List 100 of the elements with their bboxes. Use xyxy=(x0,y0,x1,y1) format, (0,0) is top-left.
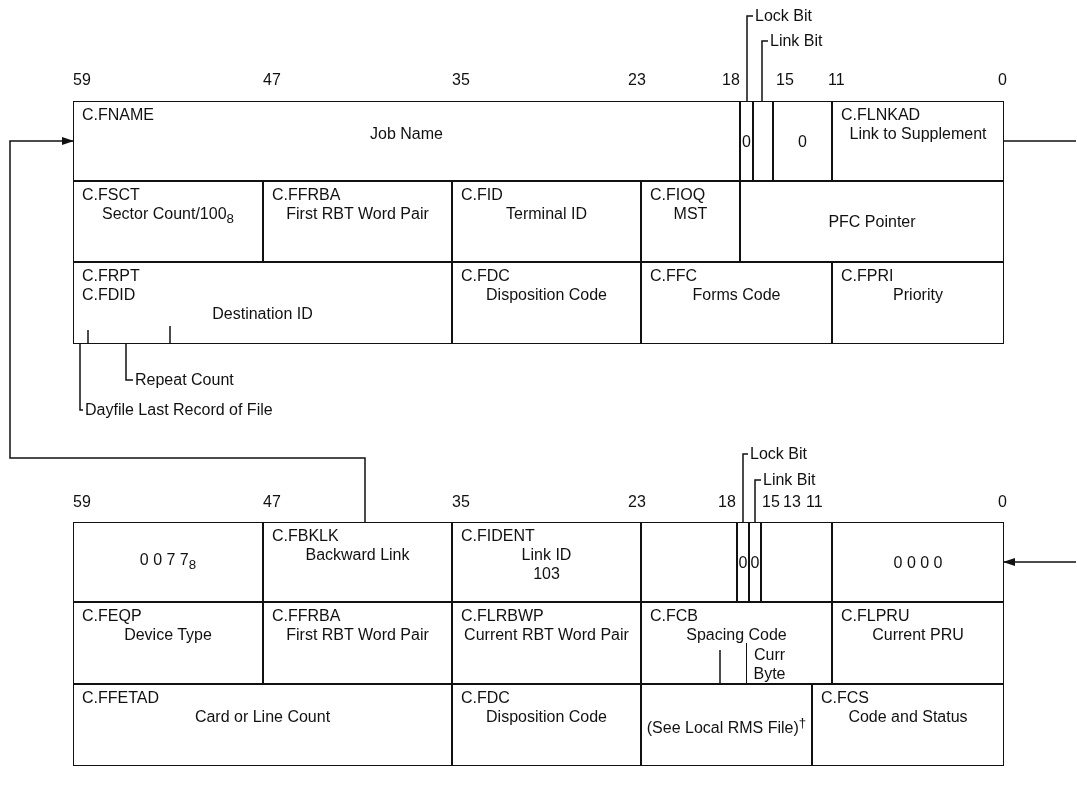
field-description: MST xyxy=(673,204,708,223)
field-cell xyxy=(737,522,749,602)
field-description: Curr Byte xyxy=(752,645,787,683)
field-description: 0 0 7 7$_{8}$ xyxy=(139,549,197,575)
field-cell xyxy=(812,684,1004,766)
field-description: Link ID xyxy=(521,545,572,564)
field-cell xyxy=(832,602,1004,684)
field-name: C.FID xyxy=(460,185,504,204)
field-cell xyxy=(641,522,737,602)
field-cell xyxy=(452,181,641,262)
field-cell xyxy=(452,602,641,684)
field-name: C.FDC xyxy=(460,266,511,285)
field-cell xyxy=(452,684,641,766)
field-name: C.FFRBA xyxy=(271,606,342,625)
field-cell xyxy=(832,522,1004,602)
leader-line xyxy=(754,479,762,523)
field-cell xyxy=(761,522,832,602)
field-description: Spacing Code xyxy=(686,625,787,644)
arrow xyxy=(1003,558,1077,566)
bit-number: 35 xyxy=(452,494,470,510)
leader-line xyxy=(761,40,769,102)
bit-number: 18 xyxy=(718,494,736,510)
bit-number: 0 xyxy=(998,72,1007,88)
leader-label: Dayfile Last Record of File xyxy=(85,402,315,418)
field-cell xyxy=(73,101,740,181)
bit-number: 0 xyxy=(998,494,1007,510)
field-name: C.FNAME xyxy=(81,105,155,124)
field-description: Device Type xyxy=(124,625,212,644)
field-name: C.FFETAD xyxy=(81,688,161,707)
field-description: Job Name xyxy=(370,124,443,143)
field-cell xyxy=(452,262,641,344)
bit-number: 15 xyxy=(776,72,794,88)
field-description: Current RBT Word Pair xyxy=(464,625,629,644)
field-cell xyxy=(641,684,812,766)
leader-label: Lock Bit xyxy=(750,446,820,462)
bit-number: 35 xyxy=(452,72,470,88)
bit-number: 59 xyxy=(73,494,91,510)
field-cell xyxy=(263,602,452,684)
field-description: Terminal ID xyxy=(506,204,587,223)
field-name: C.FCS xyxy=(820,688,870,707)
field-cell xyxy=(773,101,832,181)
field-cell xyxy=(263,181,452,262)
field-cell xyxy=(73,181,263,262)
field-cell xyxy=(452,522,641,602)
field-name: C.FCB xyxy=(649,606,699,625)
bit-number: 13 xyxy=(783,494,801,510)
field-description: Sector Count/100$_{8}$ xyxy=(102,204,234,229)
field-name: C.FRPT xyxy=(81,266,141,285)
field-name: C.FLNKAD xyxy=(840,105,922,124)
bit-number: 47 xyxy=(263,72,281,88)
bit-number: 59 xyxy=(73,72,91,88)
leader-label: Lock Bit xyxy=(755,8,825,24)
leader-label: Link Bit xyxy=(763,472,833,488)
field-description: 0 xyxy=(738,552,748,572)
field-description: Forms Code xyxy=(692,285,781,304)
bit-number: 18 xyxy=(722,72,740,88)
field-name: C.FFC xyxy=(649,266,699,285)
field-description: PFC Pointer xyxy=(828,212,916,231)
field-cell xyxy=(753,101,773,181)
field-name: C.FDID xyxy=(81,285,137,304)
bit-number: 23 xyxy=(628,494,646,510)
field-cell xyxy=(832,101,1004,181)
field-description: 0 xyxy=(798,131,807,151)
field-name: C.FIOQ xyxy=(649,185,707,204)
field-cell xyxy=(641,181,740,262)
bit-number: 15 xyxy=(762,494,780,510)
field-name: C.FPRI xyxy=(840,266,895,285)
field-name: C.FIDENT xyxy=(460,526,536,545)
leader-line xyxy=(79,343,84,411)
leader-label: Repeat Count xyxy=(135,372,245,388)
field-description: Destination ID xyxy=(212,304,313,323)
connector-line xyxy=(1003,140,1077,142)
field-name: C.FBKLK xyxy=(271,526,340,545)
field-cell xyxy=(73,602,263,684)
field-cell xyxy=(832,262,1004,344)
field-name: C.FDC xyxy=(460,688,511,707)
field-cell xyxy=(73,522,263,602)
field-description: Backward Link xyxy=(305,545,410,564)
leader-line xyxy=(746,15,754,102)
field-description: Disposition Code xyxy=(486,707,607,726)
bit-number: 11 xyxy=(806,494,823,510)
field-name: C.FSCT xyxy=(81,185,141,204)
field-cell xyxy=(740,181,1004,262)
field-description: Card or Line Count xyxy=(194,707,331,726)
field-description: 0 0 0 0 xyxy=(893,552,943,572)
field-cell xyxy=(73,684,452,766)
bit-number: 47 xyxy=(263,494,281,510)
leader-label: Link Bit xyxy=(770,33,840,49)
field-description: Priority xyxy=(893,285,943,304)
field-name: C.FFRBA xyxy=(271,185,342,204)
field-description: First RBT Word Pair xyxy=(286,625,429,644)
leader-line xyxy=(742,453,749,523)
field-cell xyxy=(73,262,452,344)
field-description: Code and Status xyxy=(848,707,968,726)
field-cell xyxy=(749,522,761,602)
field-description: Current PRU xyxy=(872,625,964,644)
field-description: 0 xyxy=(750,552,760,572)
field-description: Disposition Code xyxy=(486,285,607,304)
field-description: 103 xyxy=(533,564,560,583)
bit-number: 11 xyxy=(828,72,845,88)
